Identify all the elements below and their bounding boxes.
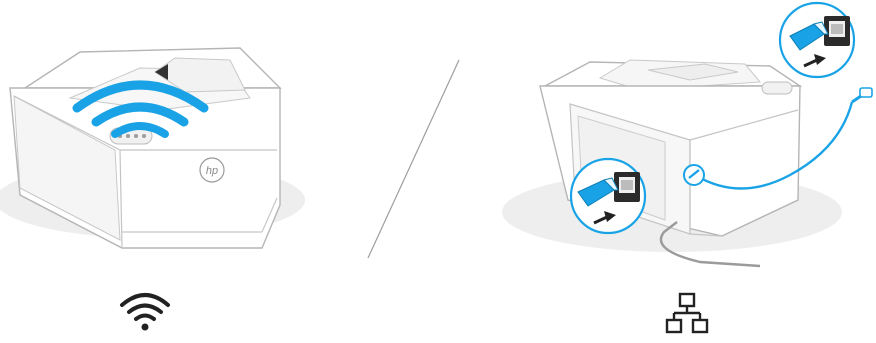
wireless-printer-illustration: hp <box>0 48 305 248</box>
divider-line <box>368 60 459 258</box>
wired-printer-illustration <box>502 3 872 266</box>
wifi-icon <box>118 289 172 333</box>
svg-text:hp: hp <box>206 165 218 177</box>
wired-network-icon <box>664 292 710 338</box>
